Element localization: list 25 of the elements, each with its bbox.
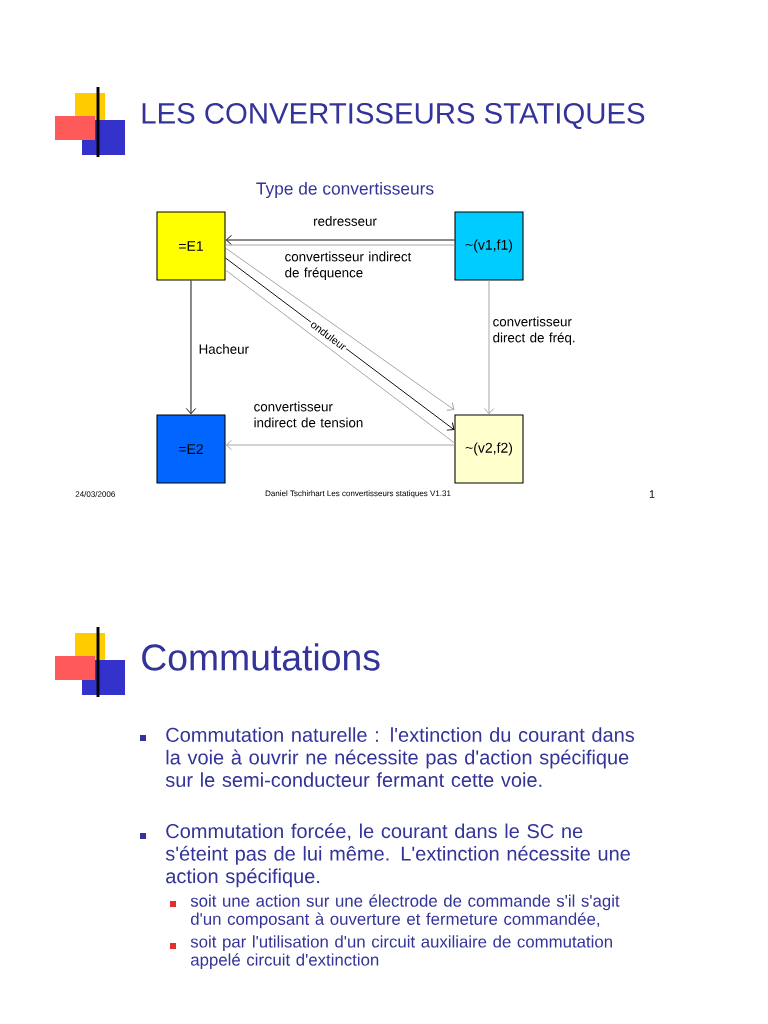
bullet-text: Commutation forcée, le courant dans le SC ne s'éteint pas de lui même. L'extinction nécessite une action spécifique.: [165, 823, 630, 888]
arrow: [483, 280, 495, 415]
arrow: [225, 439, 455, 451]
connector-line: [225, 244, 455, 246]
converter-box: ~(v1,f1): [454, 211, 524, 281]
arrow: [225, 247, 455, 411]
slide-title: Commutations: [142, 643, 380, 671]
edge-label: convertisseur indirect de fréquence: [283, 250, 420, 282]
bullet-text: soit une action sur une électrode de commande s'il s'agit d'un composant à ouverture et fermeture commandée,: [190, 894, 620, 929]
edge-label: convertisseur direct de fréq.: [491, 315, 588, 347]
edge-label: Hacheur: [197, 342, 251, 356]
page-number: 1: [649, 490, 655, 498]
bullet-text: soit par l'utilisation d'un circuit auxiliaire de commutation appelé circuit d'extinction: [190, 935, 612, 970]
edge-label: convertisseur indirect de tension: [252, 400, 375, 429]
footer-date: 24/03/2006: [75, 491, 115, 497]
converter-box: =E1: [156, 211, 226, 281]
slide-title: LES CONVERTISSEURS STATIQUES: [142, 103, 645, 129]
arrow: [185, 280, 197, 415]
diagram-heading: Type de convertisseurs: [256, 181, 434, 199]
arrow: [225, 234, 455, 246]
edge-label: redresseur: [311, 214, 379, 228]
converter-box: =E2: [156, 414, 226, 484]
converter-box: ~(v2,f2): [454, 414, 524, 484]
bullet-text: Commutation naturelle : l'extinction du courant dans la voie à ouvrir ne nécessite pas d'action spécifique sur le semi-conducteur fermant cette voie.: [165, 727, 635, 787]
footer-text: Daniel Tschirhart Les convertisseurs statiques V1.31: [265, 490, 451, 498]
